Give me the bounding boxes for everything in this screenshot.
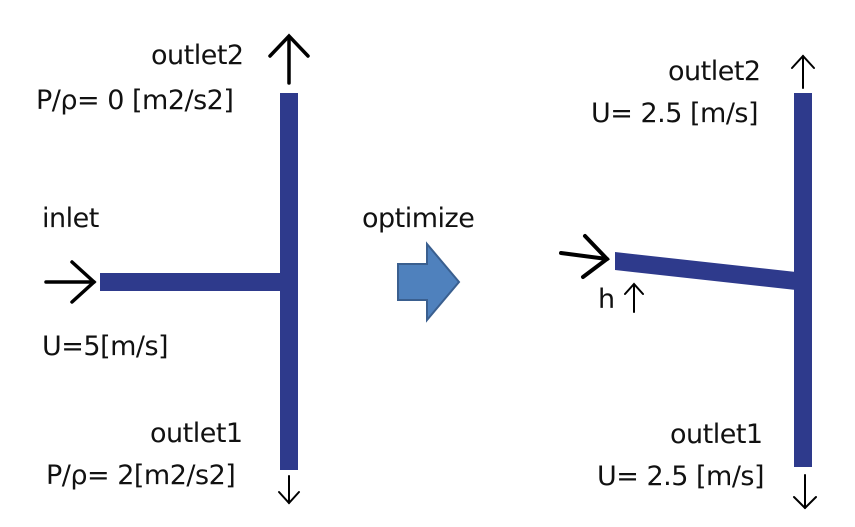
pipe-inlet-before: [100, 273, 282, 291]
inlet-label-before: inlet: [42, 203, 99, 234]
pipe-after: [615, 93, 812, 467]
optimize-label: optimize: [362, 203, 475, 234]
outlet1-arrow-down-after-icon: [793, 474, 817, 510]
outlet2-condition-after: U= 2.5 [m/s]: [591, 98, 759, 129]
pipe-vertical-after: [794, 93, 812, 467]
outlet1-label-before: outlet1: [150, 418, 243, 449]
outlet1-condition-before: P/ρ= 2[m2/s2]: [46, 460, 236, 491]
outlet2-arrow-up-after-icon: [791, 54, 815, 89]
outlet1-condition-after: U= 2.5 [m/s]: [597, 461, 765, 492]
inlet-arrow-icon: [44, 260, 97, 304]
inlet-arrow-after-icon: [559, 234, 611, 279]
pipe-inlet-after: [615, 252, 796, 290]
outlet1-arrow-down-icon: [278, 475, 300, 505]
inlet-condition-before: U=5[m/s]: [42, 331, 169, 362]
pipe-before: [100, 93, 298, 470]
outlet2-condition-before: P/ρ= 0 [m2/s2]: [36, 85, 234, 116]
outlet1-label-after: outlet1: [670, 419, 763, 450]
outlet2-arrow-up-icon: [268, 33, 310, 85]
height-arrow-up-icon: [624, 282, 644, 313]
outlet2-label-after: outlet2: [668, 56, 761, 87]
height-label: h: [598, 284, 615, 315]
outlet2-label-before: outlet2: [151, 40, 244, 71]
pipe-vertical-before: [280, 93, 298, 470]
block-arrow-right-icon: [397, 241, 461, 323]
